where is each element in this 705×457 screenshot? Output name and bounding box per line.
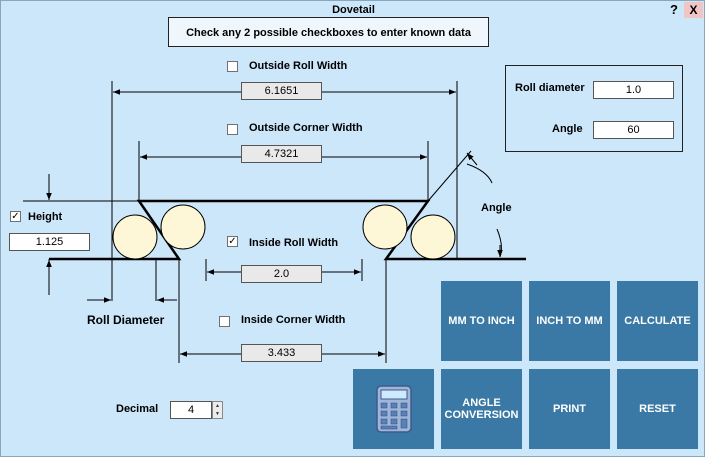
decimal-input[interactable]: 4 <box>170 401 212 419</box>
height-checkbox[interactable]: ✓ <box>10 211 21 222</box>
inside-roll-width-field[interactable]: 2.0 <box>241 265 322 283</box>
help-icon[interactable]: ? <box>670 2 678 17</box>
outside-roll-width-field[interactable]: 6.1651 <box>241 82 322 100</box>
known-inputs-panel <box>505 65 683 152</box>
spin-down-icon[interactable]: ▼ <box>215 411 220 417</box>
inside-corner-width-field[interactable]: 3.433 <box>241 344 322 362</box>
outside-corner-width-label: Outside Corner Width <box>249 122 363 134</box>
spin-up-icon[interactable]: ▲ <box>215 403 220 409</box>
outside-corner-width-field[interactable]: 4.7321 <box>241 145 322 163</box>
reset-button[interactable]: RESET <box>617 369 698 449</box>
window-title: Dovetail <box>332 4 375 16</box>
checkmark-icon: ✓ <box>228 236 237 247</box>
roll-diameter-input-label: Roll diameter <box>515 82 585 94</box>
roll-diameter-input[interactable]: 1.0 <box>593 81 674 99</box>
calculator-button[interactable] <box>353 369 434 449</box>
close-button[interactable]: X <box>684 2 703 18</box>
inch-to-mm-button[interactable]: INCH TO MM <box>529 281 610 361</box>
outside-corner-width-checkbox[interactable] <box>227 124 238 135</box>
instruction-box: Check any 2 possible checkboxes to enter… <box>168 17 489 47</box>
inside-roll-width-label: Inside Roll Width <box>249 237 339 249</box>
angle-input[interactable]: 60 <box>593 121 674 139</box>
angle-input-label: Angle <box>552 123 583 135</box>
height-label: Height <box>28 211 63 223</box>
roll-diameter-diagram-label: Roll Diameter <box>87 313 165 327</box>
calculator-icon <box>375 385 412 433</box>
print-button[interactable]: PRINT <box>529 369 610 449</box>
decimal-spinner[interactable]: ▲ ▼ <box>212 401 223 419</box>
inside-roll-width-checkbox[interactable]: ✓ <box>227 236 238 247</box>
inside-corner-width-checkbox[interactable] <box>219 316 230 327</box>
height-field[interactable]: 1.125 <box>9 233 90 251</box>
angle-conversion-button[interactable]: ANGLE CONVERSION <box>441 369 522 449</box>
angle-diagram-label: Angle <box>481 202 512 214</box>
decimal-label: Decimal <box>116 403 159 415</box>
dovetail-outline <box>49 199 526 261</box>
inside-corner-width-label: Inside Corner Width <box>241 314 346 326</box>
mm-to-inch-button[interactable]: MM TO INCH <box>441 281 522 361</box>
calculate-button[interactable]: CALCULATE <box>617 281 698 361</box>
outside-roll-width-checkbox[interactable] <box>227 61 238 72</box>
checkmark-icon: ✓ <box>11 211 20 222</box>
rolls <box>112 204 456 260</box>
outside-roll-width-label: Outside Roll Width <box>249 60 348 72</box>
